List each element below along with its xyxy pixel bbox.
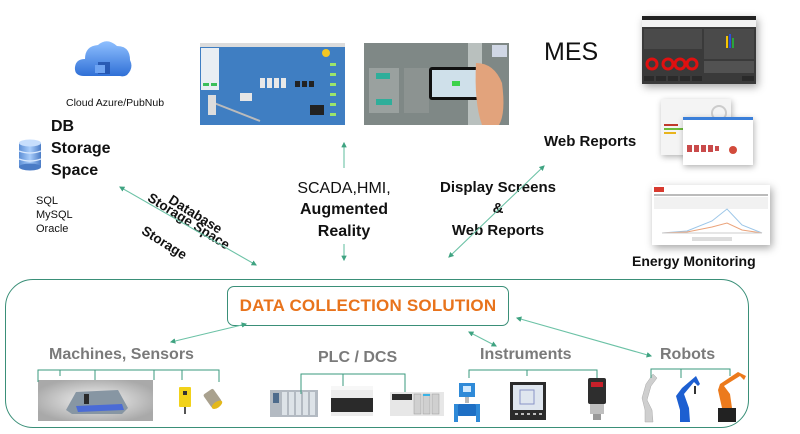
proximity-sensor-image	[201, 387, 225, 411]
web-reports-label: Web Reports	[544, 133, 637, 150]
augmented-reality-photo	[364, 43, 509, 125]
compact-plc-image	[331, 386, 373, 416]
power-meter-image	[510, 382, 546, 420]
energy-monitoring-label: Energy Monitoring	[632, 253, 756, 269]
db-title-line-2: Storage	[51, 140, 111, 157]
cloud-label: Cloud Azure/PubNub	[66, 97, 165, 109]
mes-label: MES	[544, 38, 599, 66]
display-line-1: Display Screens	[440, 179, 556, 196]
web-reports-thumbnail-front	[683, 117, 753, 165]
blue-robot-arm-image	[670, 374, 704, 424]
group-label-plc-dcs: PLC / DCS	[318, 349, 398, 366]
db-engine-sql: SQL	[36, 195, 59, 207]
plc-rack-image	[270, 390, 318, 417]
group-label-machines-sensors: Machines, Sensors	[49, 346, 194, 363]
cloud-storage-icon	[72, 34, 134, 84]
scada-line-2: Augmented	[300, 201, 388, 218]
db-title-line-3: Space	[51, 162, 99, 179]
db-engine-oracle: Oracle	[36, 223, 69, 235]
group-label-instruments: Instruments	[480, 346, 572, 363]
db-title-line-1: DB	[51, 118, 75, 135]
dcs-module-image	[390, 392, 444, 416]
energy-chart-thumbnail	[652, 185, 770, 245]
database-icon	[18, 139, 42, 171]
industrial-machine-image	[38, 380, 153, 421]
scada-line-1: SCADA,HMI,	[297, 180, 391, 197]
pressure-transmitter-image	[586, 377, 608, 421]
display-line-2: &	[492, 200, 504, 217]
data-collection-solution-box: DATA COLLECTION SOLUTION	[227, 286, 509, 326]
white-robot-arm-image	[637, 372, 661, 424]
data-collection-solution-label: DATA COLLECTION SOLUTION	[239, 296, 497, 315]
group-label-robots: Robots	[660, 346, 716, 363]
storage-label-storage: Storage	[139, 223, 190, 263]
scada-hmi-screen	[200, 43, 345, 125]
photoelectric-sensor-image	[178, 385, 192, 415]
display-line-3: Web Reports	[451, 222, 545, 239]
flow-meter-image	[454, 382, 480, 424]
data-collection-container	[5, 279, 749, 428]
db-engine-mysql: MySQL	[36, 209, 73, 221]
mes-dashboard-thumbnail	[642, 16, 756, 84]
scada-line-3: Reality	[317, 223, 371, 240]
orange-robot-arm-image	[712, 372, 748, 424]
